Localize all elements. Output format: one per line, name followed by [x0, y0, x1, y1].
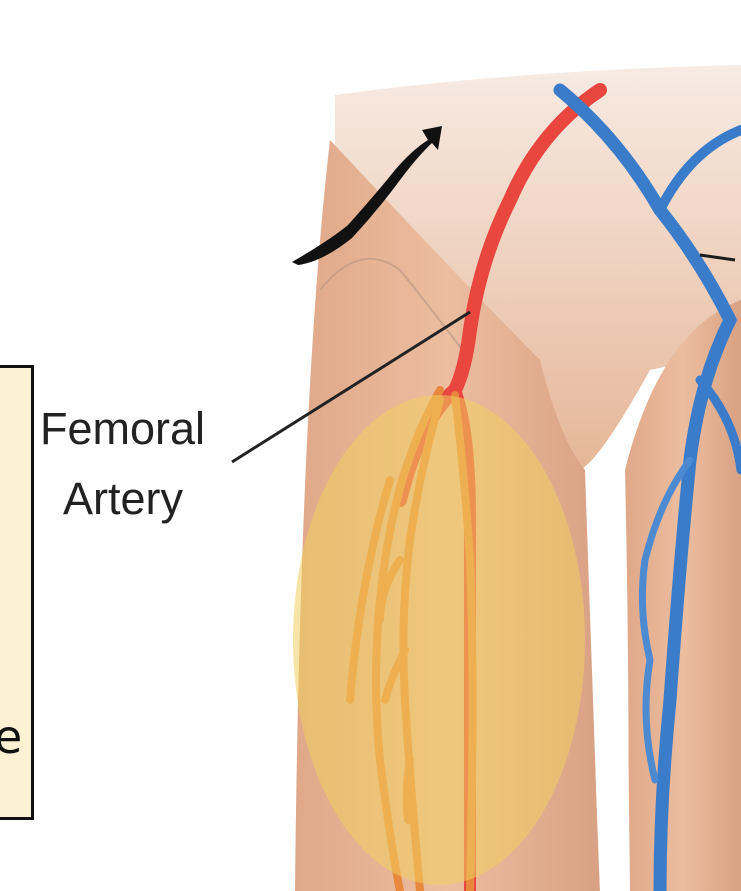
femoral-artery-label-line1: Femoral: [40, 406, 205, 451]
note-box-text: e: [0, 714, 22, 760]
highlight-ellipse: [293, 395, 585, 885]
femoral-artery-label-line2: Artery: [63, 476, 183, 521]
